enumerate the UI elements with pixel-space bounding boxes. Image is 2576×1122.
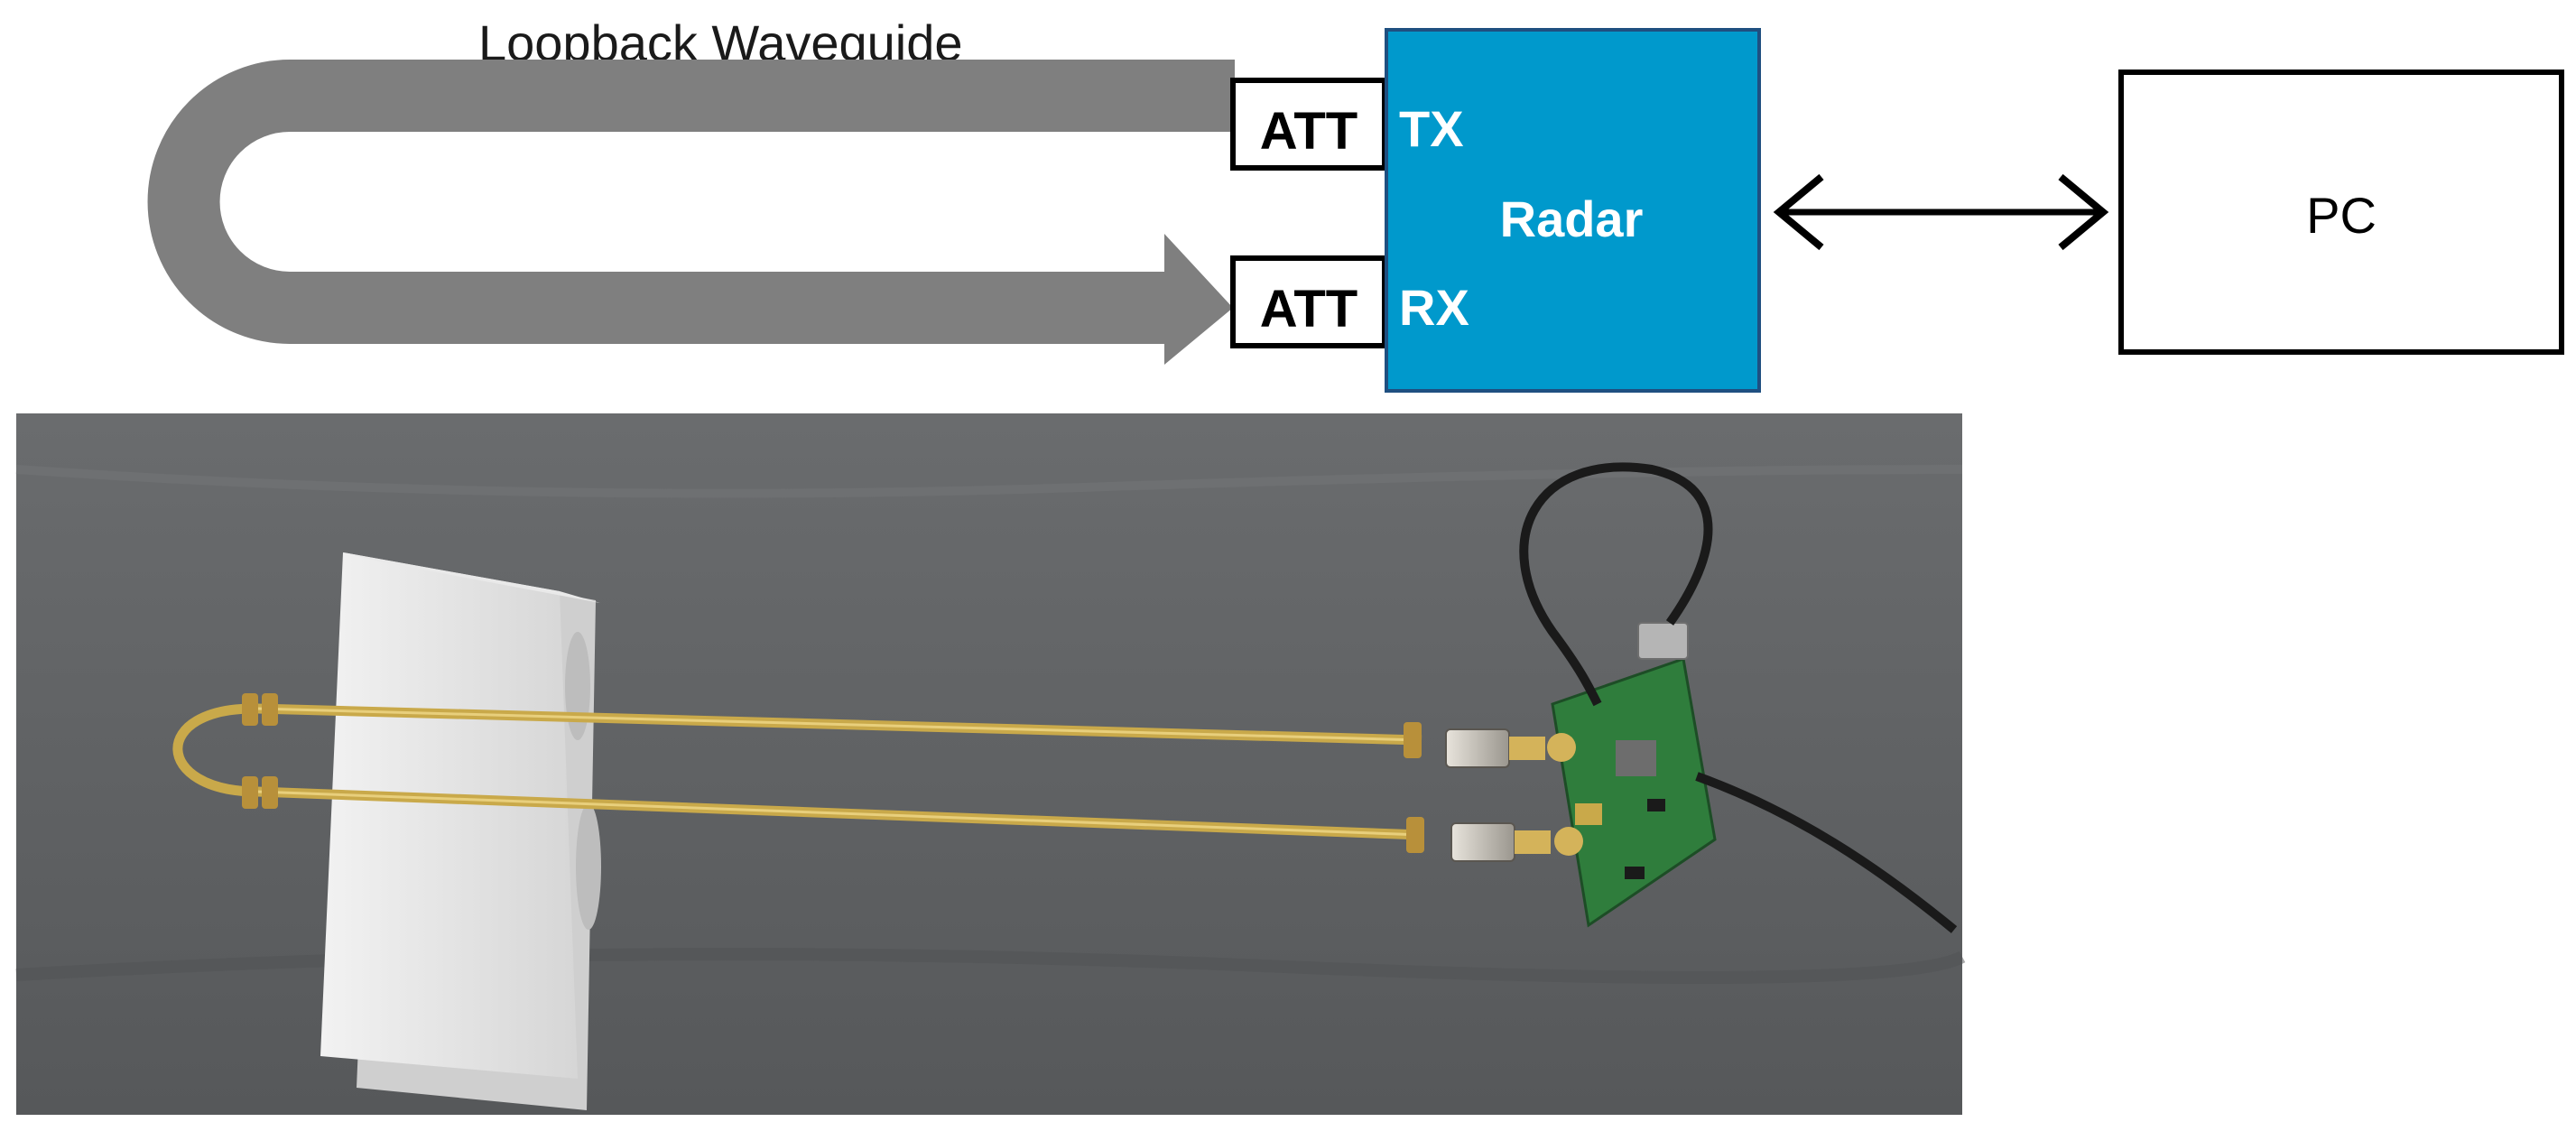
att-tx-label: ATT (1260, 102, 1357, 161)
block-diagram: Loopback Waveguide ATT ATT TX Radar RX (147, 14, 2564, 393)
setup-photograph (15, 413, 1966, 1115)
radar-block: TX Radar RX (1385, 28, 1761, 393)
brass-waveguide-rods (172, 693, 1424, 853)
usb-cable (1519, 462, 1958, 933)
waveguide-arrowhead (1164, 234, 1233, 365)
radar-pcb-board (1547, 657, 1717, 928)
tx-port-label: TX (1399, 100, 1464, 157)
pc-label: PC (2306, 187, 2377, 244)
pc-block: PC (2118, 70, 2564, 355)
att-box-rx: ATT (1230, 255, 1387, 348)
foam-support-block (320, 552, 601, 1110)
radar-label: Radar (1500, 190, 1644, 247)
att-rx-label: ATT (1260, 280, 1357, 338)
att-box-tx: ATT (1230, 78, 1387, 171)
rx-port-label: RX (1399, 279, 1469, 336)
attenuator-modules (1445, 728, 1551, 862)
radar-pc-connection-arrow (1773, 173, 2109, 251)
loopback-waveguide-shape (147, 60, 1235, 365)
